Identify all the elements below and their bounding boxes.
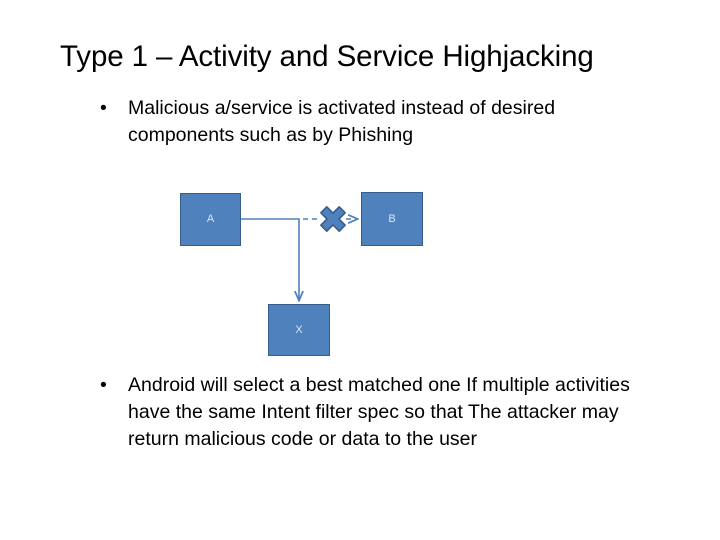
diagram-node-b-label: B	[388, 212, 396, 225]
connector-a-to-x	[241, 218, 299, 300]
bullet-marker-icon: •	[100, 374, 107, 396]
diagram-node-a-label: A	[206, 213, 215, 225]
diagram-node-a: A	[180, 193, 241, 246]
diagram-node-x-label: X	[295, 323, 303, 336]
bullet-text: Android will select a best matched one I…	[128, 374, 630, 450]
diagram-node-b: B	[361, 192, 423, 246]
page-title: Type 1 – Activity and Service Highjackin…	[60, 40, 594, 73]
list-item: • Malicious a/service is activated inste…	[90, 95, 610, 149]
blocked-cross-icon	[320, 206, 346, 232]
bullet-list-bottom: • Android will select a best matched one…	[90, 372, 630, 453]
bullet-text: Malicious a/service is activated instead…	[128, 97, 556, 146]
list-item: • Android will select a best matched one…	[90, 372, 630, 453]
diagram-node-x: X	[268, 304, 330, 356]
bullet-list-top: • Malicious a/service is activated inste…	[90, 95, 610, 149]
bullet-marker-icon: •	[100, 97, 107, 119]
